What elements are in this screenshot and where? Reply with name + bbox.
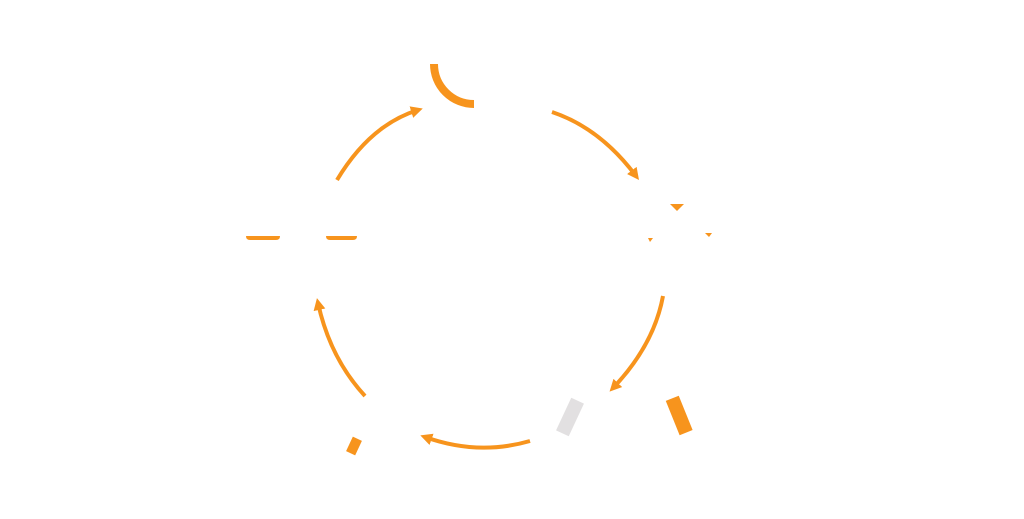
cycle-arrow-top-right [551, 110, 640, 180]
cycle-arrow-bottom [420, 433, 531, 450]
cycle-arrow-top-left [335, 106, 423, 182]
right-chevron-fragments-icon [648, 204, 712, 242]
bottom-left-block-icon [346, 436, 362, 456]
cycle-arrow-right [609, 295, 665, 392]
top-arc-icon [430, 63, 475, 108]
bottom-right-bars-icon [556, 395, 693, 437]
cycle-arrow-left [313, 298, 367, 398]
left-dashes-icon [246, 236, 357, 240]
